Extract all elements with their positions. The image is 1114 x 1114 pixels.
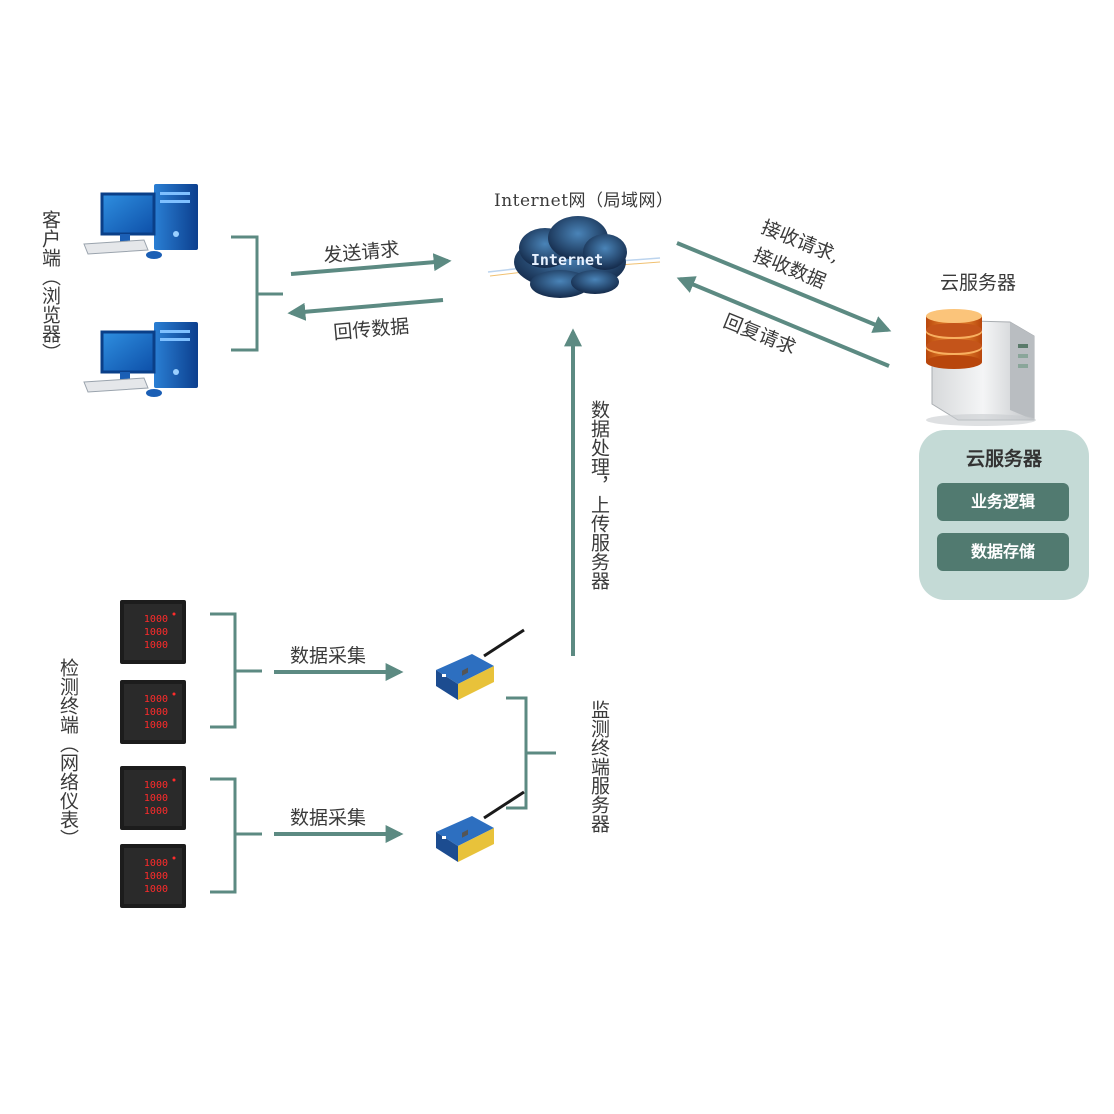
internet-cloud-text: Internet (531, 251, 603, 269)
collect-label-top: 数据采集 (290, 645, 366, 667)
gateway-device-icon (436, 790, 525, 862)
svg-text:1000: 1000 (144, 884, 168, 895)
meter-bracket-top (210, 612, 262, 729)
receive-arrow (676, 241, 892, 333)
client-label: 客户端（浏览器） (39, 210, 61, 362)
reply-request-label: 回复请求 (720, 310, 799, 359)
svg-text:1000: 1000 (144, 858, 168, 869)
data-storage-button[interactable]: 数据存储 (937, 533, 1069, 571)
monitor-terminal-label: 检测终端（网络仪表） (57, 658, 79, 848)
svg-text:1000: 1000 (144, 627, 168, 638)
svg-text:1000: 1000 (144, 614, 168, 625)
meter-bracket-bottom (210, 777, 262, 894)
meter-icon: 1000 1000 1000 (120, 600, 186, 664)
svg-text:1000: 1000 (144, 780, 168, 791)
meter-icon: 1000 1000 1000 (120, 844, 186, 908)
svg-text:1000: 1000 (144, 871, 168, 882)
return-data-arrow (287, 298, 444, 321)
svg-text:1000: 1000 (144, 720, 168, 731)
cloud-server-title: 云服务器 (940, 272, 1017, 294)
svg-text:1000: 1000 (144, 640, 168, 651)
reply-arrow (676, 276, 890, 368)
business-logic-button[interactable]: 业务逻辑 (937, 483, 1069, 521)
send-request-arrow (290, 253, 452, 276)
meter-icon: 1000 1000 1000 (120, 766, 186, 830)
meter-icon: 1000 1000 1000 (120, 680, 186, 744)
svg-text:1000: 1000 (144, 793, 168, 804)
server-icon (926, 309, 1036, 426)
svg-text:1000: 1000 (144, 707, 168, 718)
internet-title: Internet网（局域网） (494, 191, 674, 211)
cloud-panel-title: 云服务器 (965, 448, 1042, 470)
client-bracket (231, 235, 283, 352)
gateway-bracket (506, 696, 556, 810)
send-request-label: 发送请求 (323, 238, 401, 267)
return-data-label: 回传数据 (333, 315, 411, 344)
internet-cloud-icon: Internet (487, 216, 661, 298)
computer-icon (83, 322, 198, 397)
computer-icon (83, 184, 198, 259)
monitor-server-label: 监测终端服务器 (588, 700, 610, 833)
gateway-device-icon (436, 628, 525, 700)
svg-text:1000: 1000 (144, 694, 168, 705)
svg-text:1000: 1000 (144, 806, 168, 817)
collect-label-bottom: 数据采集 (290, 807, 366, 829)
upload-label: 数据处理，上传服务器 (588, 400, 610, 590)
cloud-server-panel: 云服务器 业务逻辑 数据存储 (919, 430, 1089, 600)
